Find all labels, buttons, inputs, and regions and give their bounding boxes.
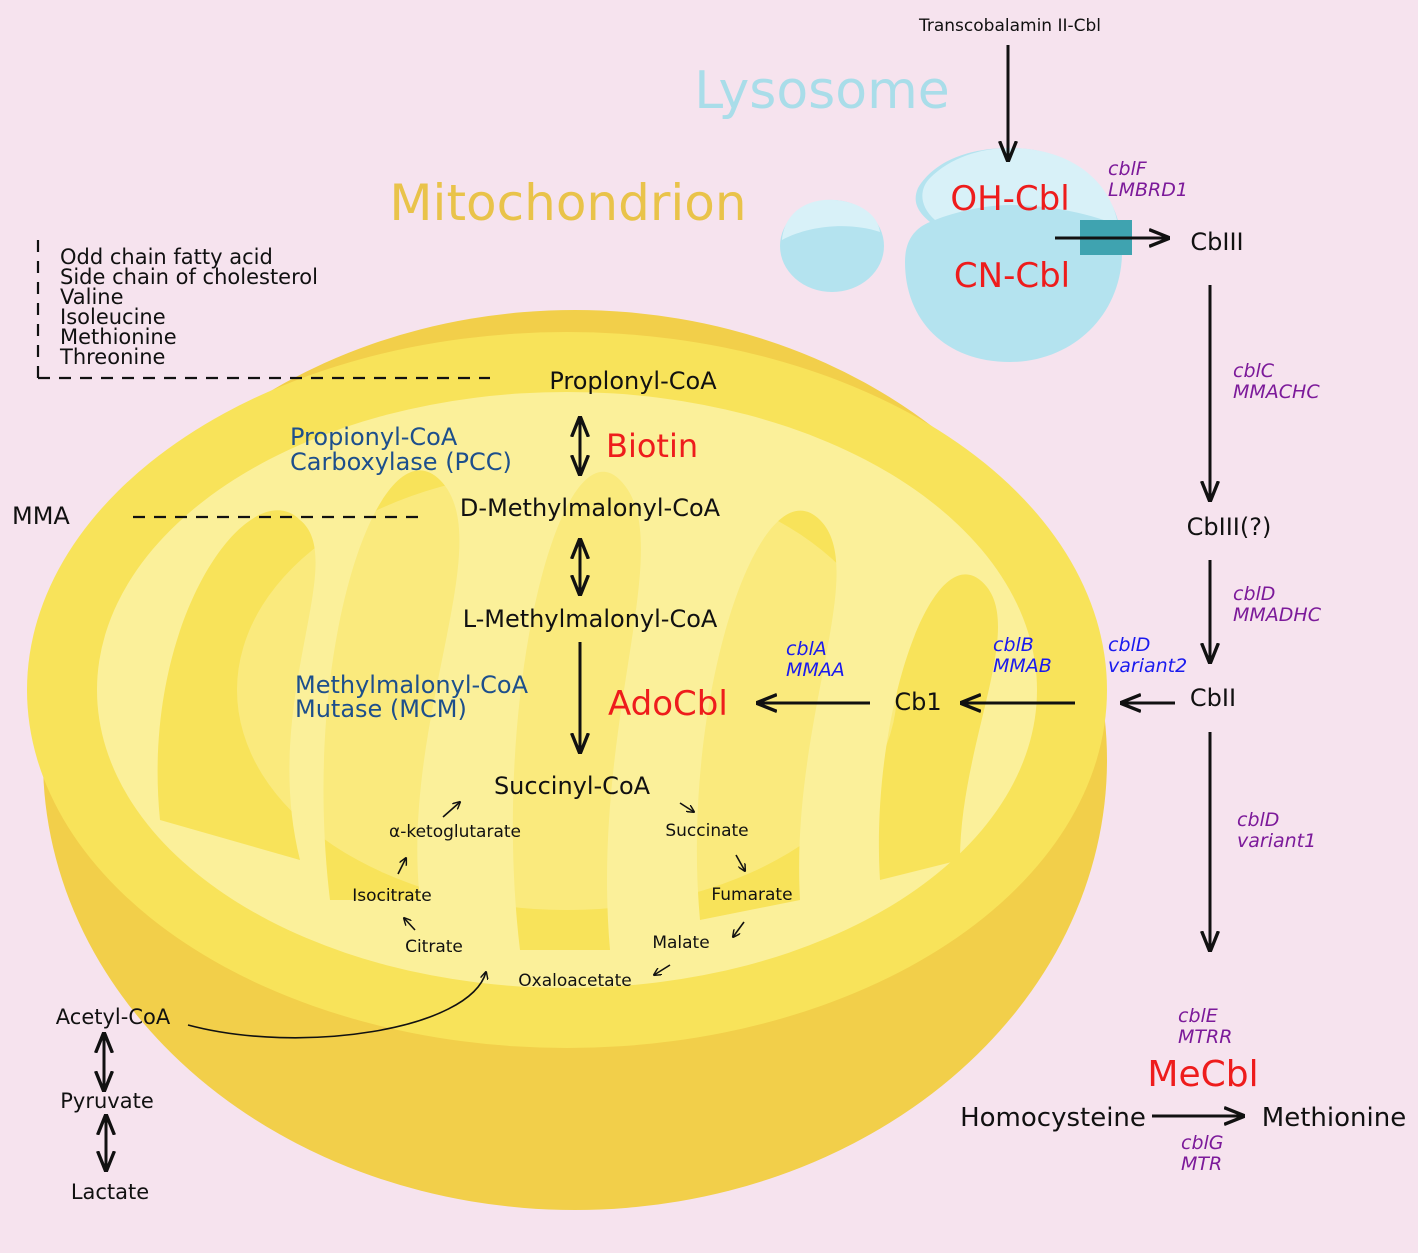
lysosome-title: Lysosome <box>694 61 949 121</box>
gene-cblf: cblF <box>1108 158 1148 180</box>
methionine-label: Methionine <box>1262 1103 1406 1133</box>
biotin-cofactor: Biotin <box>606 427 698 465</box>
d-methylmalonyl-coa-label: D-Methylmalonyl-CoA <box>460 494 721 522</box>
gene-cbld-v1: cblD <box>1237 809 1279 831</box>
gene-mtr: MTR <box>1181 1153 1222 1175</box>
mitochondrion-title: Mitochondrion <box>389 174 746 232</box>
gene-cbld-v2: cblD <box>1108 634 1150 656</box>
gene-cbla: cblA <box>786 638 827 660</box>
tca-fumarate: Fumarate <box>711 885 792 905</box>
lactate-label: Lactate <box>71 1180 149 1204</box>
source-item: Isoleucine <box>60 305 166 329</box>
source-item: Threonine <box>59 345 165 369</box>
acetyl-to-oxaloacetate-arrow <box>187 972 486 1039</box>
l-methylmalonyl-coa-label: L-Methylmalonyl-CoA <box>463 605 718 633</box>
tca-citrate: Citrate <box>405 937 463 957</box>
propionyl-coa-label: Proplonyl-CoA <box>549 367 717 395</box>
pcc-enzyme-line2: Carboxylase (PCC) <box>290 448 512 476</box>
gene-variant2: variant2 <box>1108 655 1187 677</box>
mma-label: MMA <box>12 502 70 530</box>
acetyl-coa-label: Acetyl-CoA <box>56 1005 171 1029</box>
tca-akg: α-ketoglutarate <box>389 822 521 842</box>
gene-cblb: cblB <box>993 634 1034 656</box>
cn-cbl-label: CN-Cbl <box>954 256 1070 296</box>
gene-lmbrd1: LMBRD1 <box>1108 179 1188 201</box>
gene-mmab: MMAB <box>993 655 1052 677</box>
lysosome-shape <box>780 148 1132 362</box>
source-item: Odd chain fatty acid <box>60 245 273 269</box>
gene-mtrr: MTRR <box>1178 1026 1232 1048</box>
tca-cycle: α-ketoglutarate Succinate Fumarate Malat… <box>352 802 793 991</box>
gene-mmachc: MMACHC <box>1233 381 1320 403</box>
mcm-enzyme-line1: Methylmalonyl-CoA <box>295 671 529 699</box>
tca-isocitrate: Isocitrate <box>352 886 432 906</box>
mcm-enzyme-line2: Mutase (MCM) <box>295 695 467 723</box>
precursor-list: Odd chain fatty acid Side chain of chole… <box>36 240 490 380</box>
gene-cbld: cblD <box>1233 583 1275 605</box>
adocbl-cofactor: AdoCbl <box>608 684 728 724</box>
gene-variant1: variant1 <box>1237 830 1316 852</box>
gene-cble: cblE <box>1178 1005 1218 1027</box>
cbl3q-label: CbIII(?) <box>1187 513 1272 541</box>
homocysteine-label: Homocysteine <box>960 1103 1146 1133</box>
gene-cblg: cblG <box>1181 1132 1224 1154</box>
cb1-label: Cb1 <box>894 688 941 716</box>
cbl2-label: CbII <box>1190 684 1236 712</box>
gene-cblc: cblC <box>1233 360 1275 382</box>
pcc-enzyme-line1: Propionyl-CoA <box>290 423 458 451</box>
source-item: Valine <box>60 285 124 309</box>
gene-mmaa: MMAA <box>786 659 845 681</box>
succinyl-coa-label: Succinyl-CoA <box>494 772 651 800</box>
tca-oxaloacetate: Oxaloacetate <box>518 971 631 991</box>
gene-mmadhc: MMADHC <box>1233 604 1322 626</box>
mitochondrion-shape <box>27 310 1107 1210</box>
cbl3-label: CbIII <box>1190 228 1243 256</box>
tca-succinate: Succinate <box>665 821 748 841</box>
source-item: Methionine <box>60 325 177 349</box>
transcobalamin-label: Transcobalamin II-Cbl <box>918 16 1101 36</box>
source-item: Side chain of cholesterol <box>60 265 318 289</box>
pyruvate-label: Pyruvate <box>60 1089 154 1113</box>
oh-cbl-label: OH-Cbl <box>950 179 1069 219</box>
tca-malate: Malate <box>652 933 709 953</box>
mecbl-cofactor: MeCbl <box>1147 1054 1258 1095</box>
